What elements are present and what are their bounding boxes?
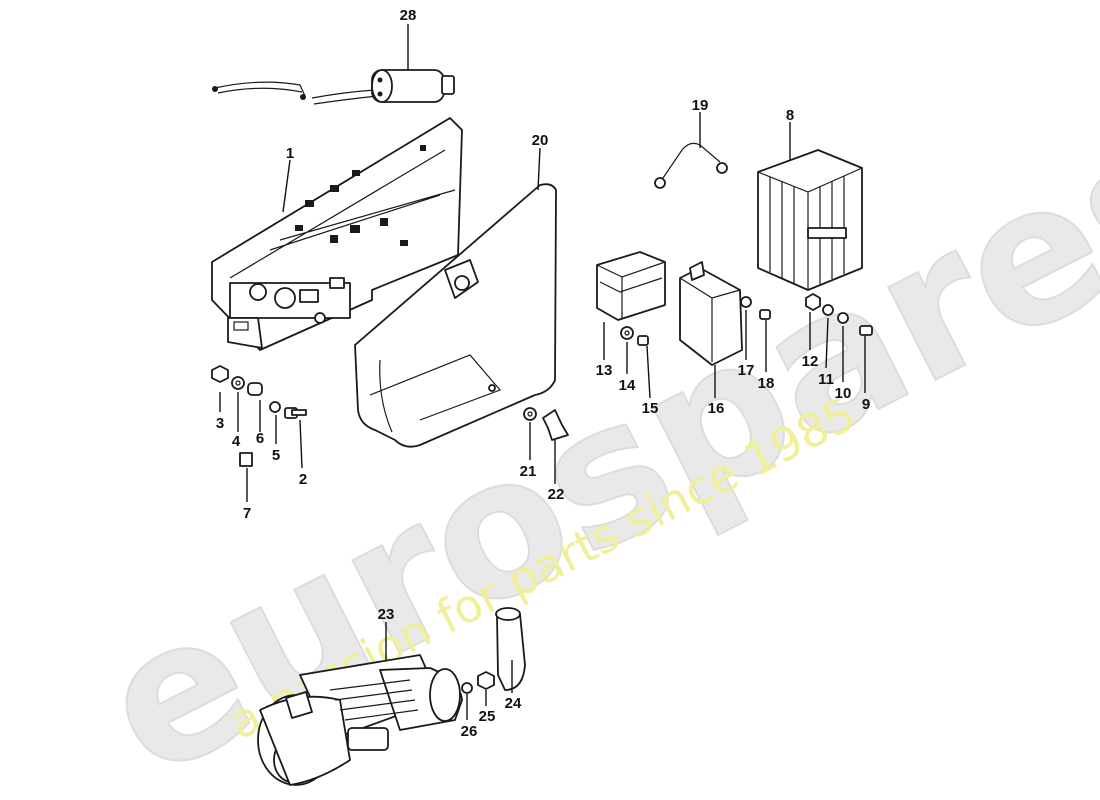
- washer-part-11: [822, 304, 834, 316]
- spacer-part-6: [247, 382, 263, 396]
- fasteners-relay[interactable]: [620, 326, 649, 346]
- fasteners-cover[interactable]: [523, 407, 569, 441]
- boot-part-24: [496, 613, 526, 691]
- callout-22: 22: [548, 486, 565, 503]
- callout-7: 7: [243, 505, 251, 522]
- watermark: eurospares a passion for parts since 198…: [69, 77, 1100, 800]
- cover-part-20[interactable]: [354, 183, 557, 448]
- washer-part-10: [837, 312, 849, 324]
- callout-4: 4: [232, 433, 241, 450]
- wing-nut-part-22: [542, 409, 569, 441]
- starter-motor-part-23[interactable]: [257, 654, 463, 786]
- nut-part-12: [805, 293, 821, 311]
- callout-9: 9: [862, 396, 870, 413]
- callout-1: 1: [286, 145, 294, 162]
- washer-part-17: [740, 296, 752, 308]
- washer-part-5: [269, 401, 281, 413]
- callout-14: 14: [619, 377, 636, 394]
- washer-part-14: [620, 326, 634, 340]
- callout-21: 21: [520, 463, 537, 480]
- callout-12: 12: [802, 353, 819, 370]
- callout-13: 13: [596, 362, 613, 379]
- ground-strap-part-19[interactable]: [654, 142, 728, 189]
- callout-19: 19: [692, 97, 709, 114]
- washer-part-21: [523, 407, 537, 421]
- fasteners-starter[interactable]: [461, 607, 526, 694]
- relay-part-13[interactable]: [596, 251, 666, 321]
- screw-part-15: [637, 335, 649, 346]
- fasteners-left[interactable]: [211, 365, 307, 467]
- callout-3: 3: [216, 415, 224, 432]
- callout-2: 2: [299, 471, 307, 488]
- fasteners-regulator[interactable]: [805, 293, 873, 336]
- nut-part-25: [477, 671, 495, 690]
- fasteners-module[interactable]: [740, 296, 771, 320]
- watermark-brand: eurospares: [70, 78, 1100, 800]
- callout-15: 15: [642, 400, 659, 417]
- screw-part-9: [859, 325, 873, 336]
- callout-10: 10: [835, 385, 852, 402]
- callout-labels: 28 1 20 19 8 3 4 6 5 2 7 13 14 15 16 17 …: [216, 7, 870, 740]
- callout-24: 24: [505, 695, 522, 712]
- washer-part-4: [231, 376, 245, 390]
- callout-23: 23: [378, 606, 395, 623]
- clip-part-7: [239, 452, 253, 467]
- callout-6: 6: [256, 430, 264, 447]
- callout-8: 8: [786, 107, 794, 124]
- callout-16: 16: [708, 400, 725, 417]
- module-part-16[interactable]: [679, 261, 743, 366]
- capacitor-part-28[interactable]: [212, 69, 455, 105]
- screw-part-18: [759, 309, 771, 320]
- callout-18: 18: [758, 375, 775, 392]
- callout-11: 11: [818, 371, 834, 388]
- callout-17: 17: [738, 362, 755, 379]
- leader-lines: [219, 24, 866, 720]
- nut-part-3: [211, 365, 229, 383]
- mounting-bracket-part-1[interactable]: [211, 117, 463, 351]
- callout-20: 20: [532, 132, 549, 149]
- callout-26: 26: [461, 723, 478, 740]
- callout-25: 25: [479, 708, 496, 725]
- regulator-part-8[interactable]: [757, 149, 863, 291]
- washer-part-26: [461, 682, 473, 694]
- callout-5: 5: [272, 447, 280, 464]
- callout-28: 28: [400, 7, 417, 24]
